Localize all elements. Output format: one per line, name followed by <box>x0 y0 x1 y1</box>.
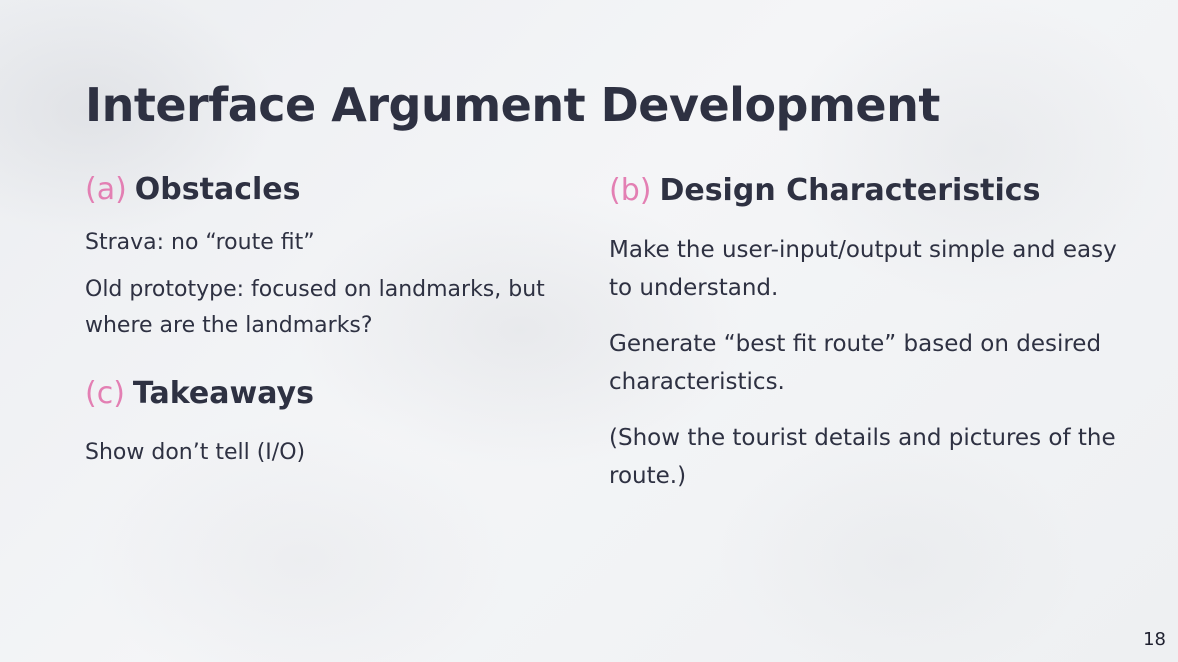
section-tag-a: (a) <box>85 172 127 207</box>
section-heading-takeaways: (c)Takeaways <box>85 374 585 414</box>
design-best-fit-text: Generate “best fit route” based on desir… <box>609 331 1102 395</box>
section-takeaways: (c)Takeaways Show don’t tell (I/O) <box>85 374 585 468</box>
design-input-output-text: Make the user-input/output simple and ea… <box>609 237 1117 301</box>
obstacle-prototype-text: Old prototype: focused on landmarks, but… <box>85 277 545 338</box>
obstacle-strava-text: Strava: no “route fit” <box>85 230 315 255</box>
section-heading-obstacles: (a)Obstacles <box>85 170 585 210</box>
design-tourist-details-text: (Show the tourist details and pictures o… <box>609 425 1116 489</box>
section-title-obstacles: Obstacles <box>134 172 301 207</box>
section-title-takeaways: Takeaways <box>132 376 314 411</box>
section-tag-c: (c) <box>85 376 125 411</box>
page-number: 18 <box>1143 629 1166 650</box>
slide-title: Interface Argument Development <box>85 78 940 132</box>
section-obstacles: (a)Obstacles Strava: no “route fit” Old … <box>85 170 585 344</box>
section-title-design-characteristics: Design Characteristics <box>659 173 1041 208</box>
section-heading-design-characteristics: (b)Design Characteristics <box>609 171 1129 211</box>
section-design-characteristics: (b)Design Characteristics Make the user-… <box>609 171 1129 495</box>
section-tag-b: (b) <box>609 173 652 208</box>
takeaway-text: Show don’t tell (I/O) <box>85 440 306 465</box>
